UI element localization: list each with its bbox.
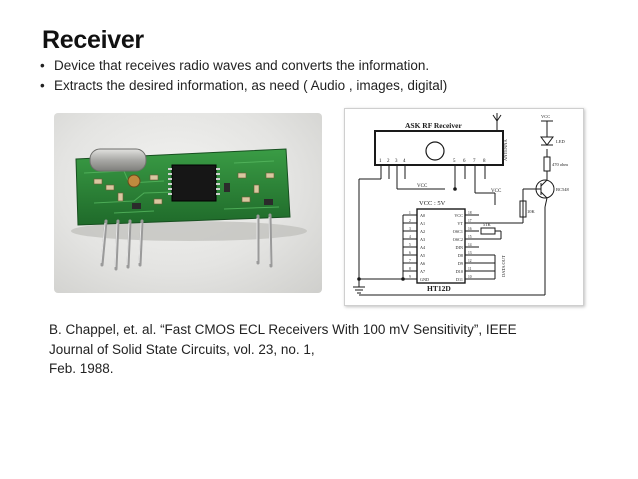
osc-resistor-label: 51K <box>483 222 492 227</box>
module-pin-2: 2 <box>387 159 390 164</box>
ic-pin-number: 1 <box>409 211 411 215</box>
ic-pin-number: 5 <box>409 243 411 247</box>
ic-pin-number: 11 <box>468 267 472 271</box>
ic-pin-number: 14 <box>468 243 472 247</box>
ic-pin-label: A0 <box>420 213 425 218</box>
rf-module-block <box>374 130 504 166</box>
ic-right-pin-labels: VCC VT OSC1 OSC2 DIN D8 D9 D10 D11 <box>453 213 464 282</box>
bullet-item: • Extracts the desired information, as ne… <box>40 76 447 96</box>
ic-pin-number: 16 <box>468 227 472 231</box>
receiver-schematic: ASK RF Receiver 1 2 3 4 5 6 7 8 ANTENNA … <box>344 108 584 306</box>
ic-pin-label: A2 <box>420 229 425 234</box>
vcc-label-led: VCC <box>541 114 550 119</box>
ic-pin-label: A6 <box>420 261 425 266</box>
crystal-can <box>89 148 147 172</box>
citation-line: Feb. 1988. <box>49 361 114 376</box>
ic-pin-number: 8 <box>409 267 411 271</box>
ic-pin-label: A7 <box>420 269 425 274</box>
module-pin-7: 7 <box>473 159 476 164</box>
main-ic-chip <box>168 164 220 202</box>
bullet-list: • Device that receives radio waves and co… <box>40 56 447 96</box>
base-resistor-label: 10K <box>527 209 536 214</box>
schematic-drawing: ASK RF Receiver 1 2 3 4 5 6 7 8 ANTENNA … <box>353 113 570 296</box>
ic-pin-label: OSC2 <box>453 237 463 242</box>
ic-power-label: VCC : 5V <box>419 200 446 207</box>
rf-module-label: ASK RF Receiver <box>405 121 462 130</box>
ic-pin-number: 17 <box>468 219 472 223</box>
ic-pin-number: 13 <box>468 251 472 255</box>
bullet-glyph: • <box>40 78 45 93</box>
module-pin-1: 1 <box>379 159 382 164</box>
ic-pin-number: 12 <box>468 259 472 263</box>
receiver-module-photo <box>54 113 322 293</box>
citation-line: B. Chappel, et. al. “Fast CMOS ECL Recei… <box>49 322 517 337</box>
ic-pin-number: 9 <box>409 275 411 279</box>
ic-pin-label: OSC1 <box>453 229 463 234</box>
ic-pin-label: A3 <box>420 237 425 242</box>
bullet-text: Device that receives radio waves and con… <box>54 58 430 73</box>
slide-title: Receiver <box>42 26 144 54</box>
receiver-module-illustration <box>71 148 307 271</box>
ic-pin-number: 10 <box>468 275 472 279</box>
transistor-label: BC548 <box>556 187 570 192</box>
ic-pin-number: 3 <box>409 227 411 231</box>
ic-name-label: HT12D <box>427 284 451 293</box>
ic-pin-label: DIN <box>456 245 463 250</box>
ic-left-pin-labels: A0 A1 A2 A3 A4 A5 A6 A7 GND <box>420 213 429 282</box>
ht12d-ic-block <box>416 208 466 284</box>
led-label: LED <box>556 139 565 144</box>
ic-pin-number: 4 <box>409 235 411 239</box>
antenna-label: ANTENNA <box>503 139 508 161</box>
ic-pin-number: 2 <box>409 219 411 223</box>
ic-pin-label: D11 <box>456 277 463 282</box>
data-out-label: DATA OUT <box>501 255 506 277</box>
bullet-glyph: • <box>40 58 45 73</box>
ic-pin-label: D9 <box>458 261 463 266</box>
ic-pin-number: 18 <box>468 211 472 215</box>
ic-pin-number: 7 <box>409 259 411 263</box>
bullet-text: Extracts the desired information, as nee… <box>54 78 448 93</box>
ic-pin-label: VT <box>457 221 463 226</box>
ic-pin-label: D8 <box>458 253 463 258</box>
vcc-label-right: VCC <box>491 189 502 194</box>
ic-pin-label: A5 <box>420 253 425 258</box>
ic-pin-label: A1 <box>420 221 425 226</box>
header-pins-right <box>256 213 273 268</box>
ic-pin-label: A4 <box>420 245 426 250</box>
ic-pin-number: 6 <box>409 251 411 255</box>
module-pin-8: 8 <box>483 159 486 164</box>
header-pins-left <box>100 219 144 271</box>
ic-right-pin-numbers: 18 17 16 15 14 13 12 11 10 <box>468 211 472 279</box>
ic-pin-label: GND <box>420 277 429 282</box>
vcc-label-module: VCC <box>417 184 428 189</box>
ic-pin-label: D10 <box>456 269 463 274</box>
bullet-item: • Device that receives radio waves and co… <box>40 56 447 76</box>
led-resistor-label: 470 ohm <box>552 162 568 167</box>
ic-pin-number: 15 <box>468 235 472 239</box>
ic-left-pin-numbers: 1 2 3 4 5 6 7 8 9 <box>409 211 411 279</box>
citation-reference: B. Chappel, et. al. “Fast CMOS ECL Recei… <box>49 320 569 379</box>
module-pin-6: 6 <box>463 159 466 164</box>
ic-pin-label: VCC <box>454 213 463 218</box>
module-pin-4: 4 <box>403 159 406 164</box>
citation-line: Journal of Solid State Circuits, vol. 23… <box>49 341 315 357</box>
module-pin-3: 3 <box>395 159 398 164</box>
module-pin-5: 5 <box>453 159 456 164</box>
